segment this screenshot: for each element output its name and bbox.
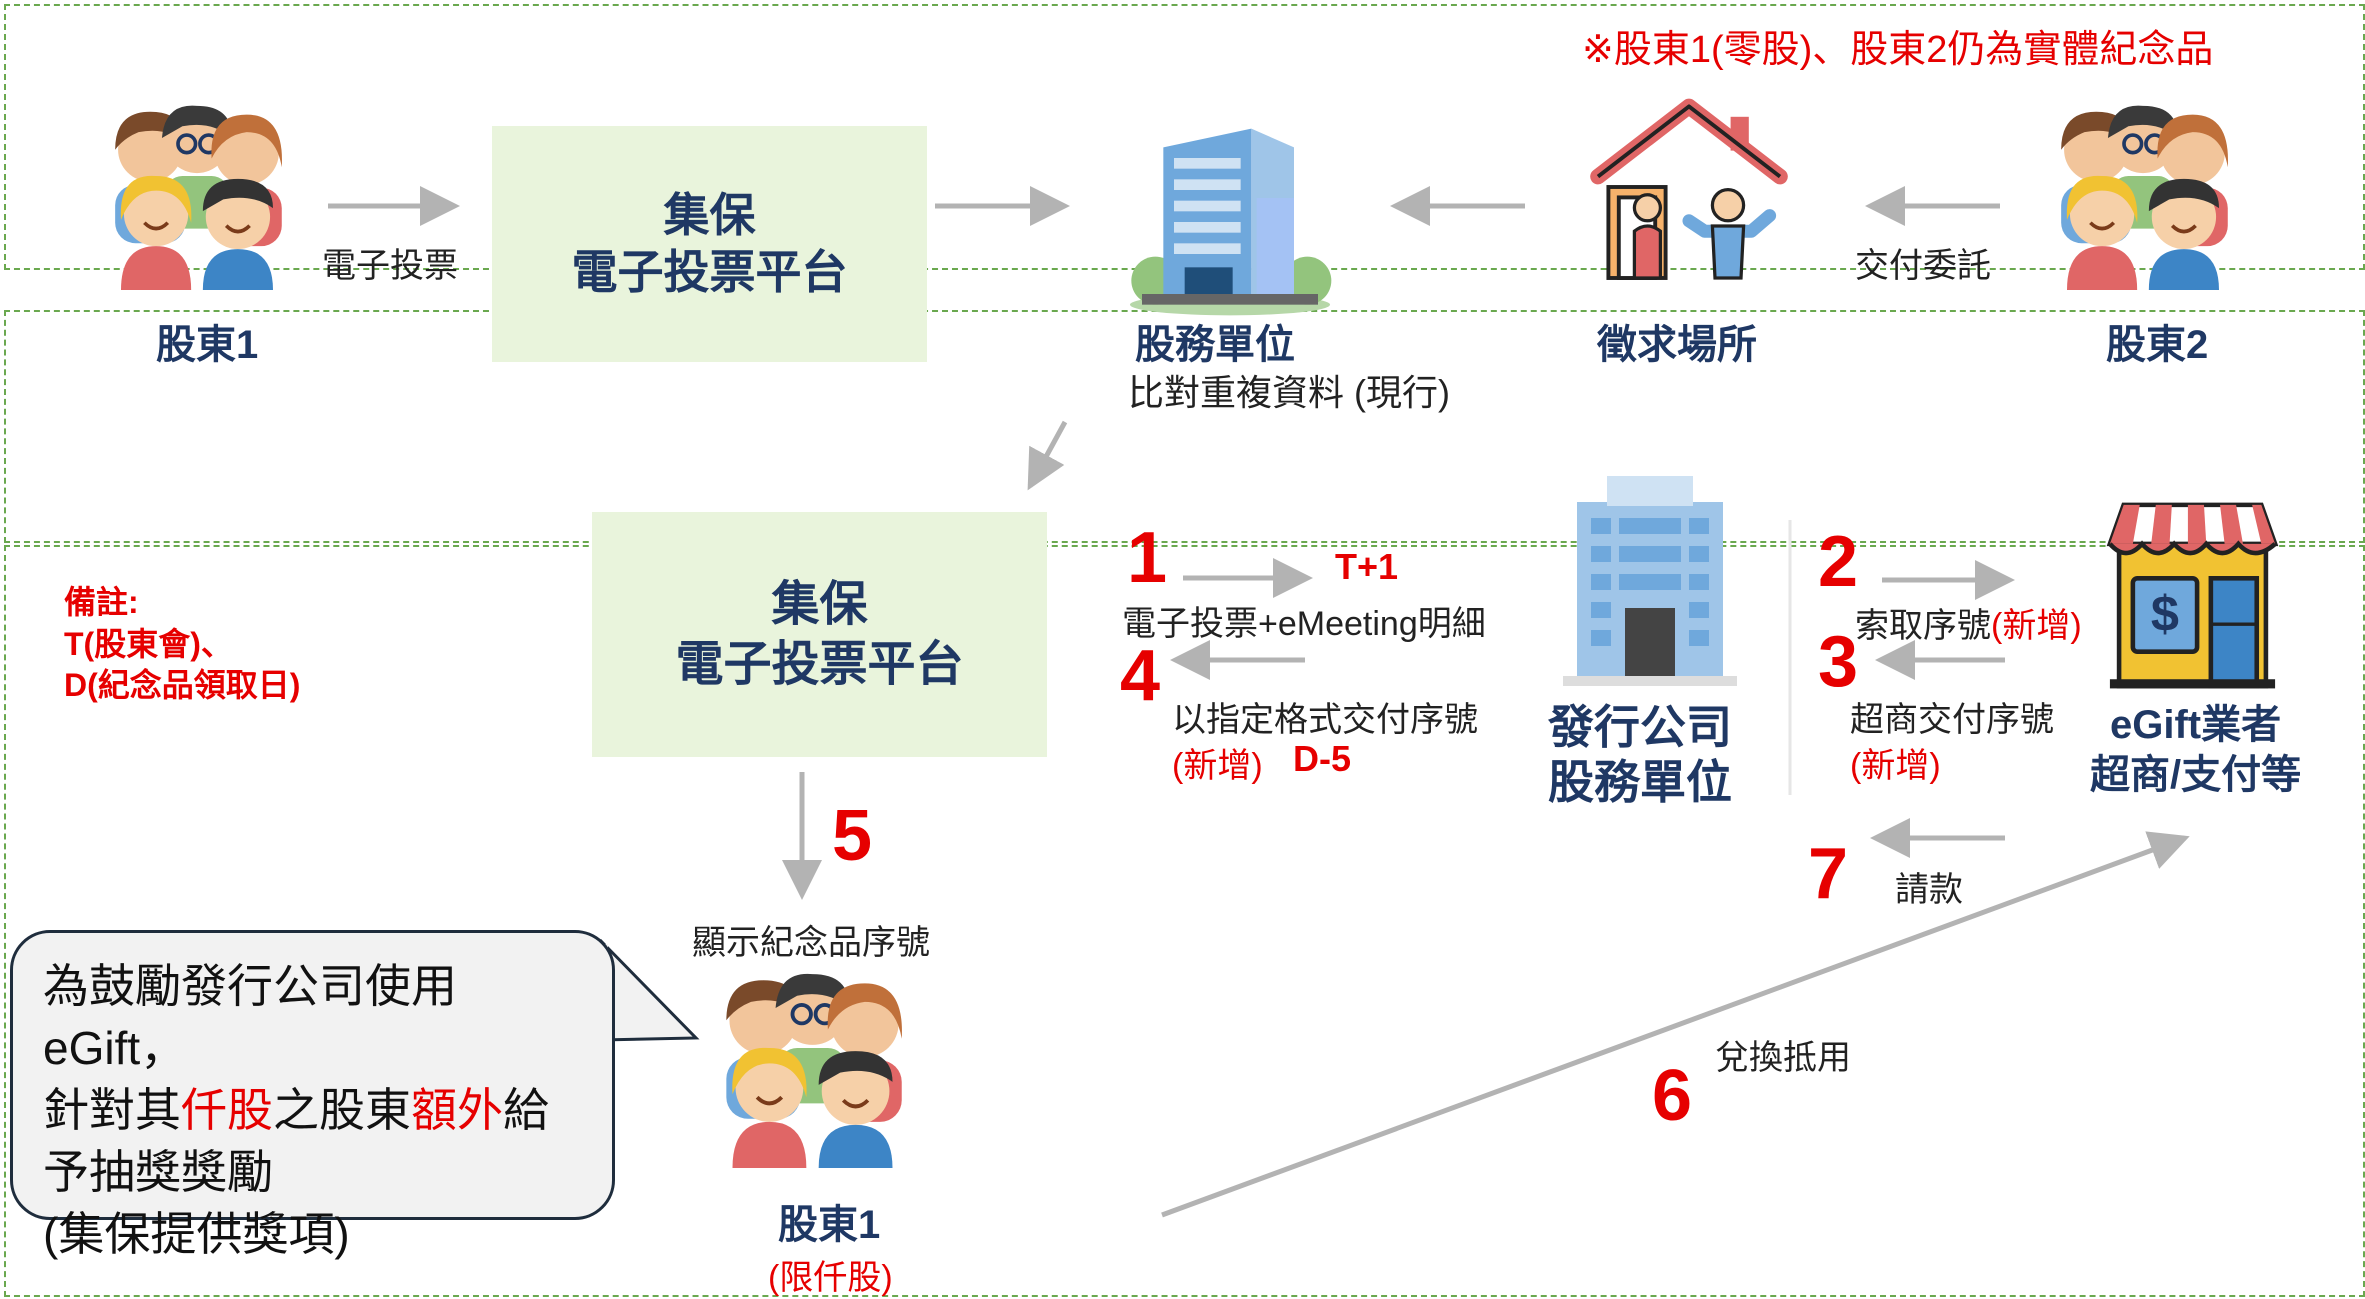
platform-middle-line1: 集保: [771, 577, 868, 631]
step4-label: 以指定格式交付序號: [1172, 701, 1478, 739]
step7-label: 請款: [1895, 871, 1963, 909]
step5-label: 顯示紀念品序號: [692, 924, 930, 962]
issuer-line1: 發行公司: [1548, 701, 1732, 753]
platform-middle-line2: 電子投票平台: [675, 637, 964, 691]
shareholder1-bottom-label: 股東1: [778, 1203, 881, 1247]
people-group-icon: [700, 968, 925, 1168]
step1-number: 1: [1127, 518, 1168, 598]
step6-label: 兌換抵用: [1715, 1039, 1851, 1077]
bubble-tail: [598, 938, 700, 1042]
step7-number: 7: [1808, 834, 1849, 914]
solicit-label: 徵求場所: [1597, 323, 1757, 367]
agent-sub-label: 比對重複資料 (現行): [1128, 372, 1450, 413]
arrow-agent-to-platform-middle: [1027, 420, 1068, 491]
top-note: ※股東1(零股)、股東2仍為實體紀念品: [1582, 29, 2214, 71]
storefront-icon: [2080, 498, 2305, 693]
bubble-b3: 之股東: [273, 1084, 411, 1137]
bubble-b1: 針對其: [43, 1084, 181, 1137]
step6-number: 6: [1652, 1056, 1693, 1136]
step1-tag: T+1: [1335, 546, 1399, 587]
step4-number: 4: [1120, 636, 1161, 716]
shareholder1-bottom-sub: (限仟股): [768, 1259, 893, 1297]
platform-top-line1: 集保: [663, 188, 756, 241]
remark-title: 備註:: [64, 584, 139, 620]
shareholder1-top-label: 股東1: [156, 323, 259, 367]
step4-new: (新增): [1172, 747, 1263, 785]
arrow-step6: [1161, 831, 2190, 1218]
step2-number: 2: [1818, 522, 1859, 602]
bottom-section: [4, 545, 2365, 1297]
step3-new: (新增): [1850, 747, 1941, 785]
bubble-line-c: 予抽獎獎勵: [43, 1146, 273, 1199]
bubble-b5: 給: [503, 1084, 549, 1137]
step2-text: 索取序號: [1855, 607, 1991, 645]
issuer-block: 發行公司 股務單位: [1548, 700, 1732, 810]
agent-label: 股務單位: [1135, 323, 1295, 367]
bubble-b4: 額外: [411, 1084, 503, 1137]
office-building-icon: [1120, 118, 1340, 318]
step4-tag: D-5: [1293, 738, 1352, 779]
remark-line1: T(股東會)、: [64, 625, 233, 662]
step1-label: 電子投票+eMeeting明細: [1122, 605, 1486, 643]
evote-label: 電子投票: [322, 247, 458, 285]
people-group-icon: [92, 100, 302, 290]
vendor-line2: 超商/支付等: [2090, 753, 2302, 797]
platform-top-line2: 電子投票平台: [571, 246, 848, 298]
vendor-line1: eGift業者: [2110, 703, 2282, 747]
step2-new: (新增): [1991, 607, 2082, 645]
bubble-line-d: (集保提供獎項): [43, 1208, 350, 1261]
step5-number: 5: [832, 796, 873, 876]
step3-number: 3: [1818, 622, 1859, 702]
remark-line2: D(紀念品領取日): [64, 667, 301, 704]
issuer-line2: 股務單位: [1548, 756, 1732, 809]
platform-box-top: 集保 電子投票平台: [492, 126, 927, 362]
entrust-label: 交付委託: [1855, 247, 1991, 285]
vendor-block: eGift業者 超商/支付等: [2090, 700, 2301, 800]
step2-label: 索取序號(新增): [1855, 598, 2082, 647]
bubble-b2: 仟股: [181, 1084, 273, 1137]
step3-label: 超商交付序號: [1850, 701, 2054, 739]
bubble-line-b: 針對其仟股之股東額外給: [43, 1079, 582, 1141]
office-building-icon: [1563, 476, 1737, 686]
bubble-line-a: 為鼓勵發行公司使用eGift，: [43, 960, 457, 1075]
shareholder2-label: 股東2: [2106, 323, 2209, 367]
callout-bubble: 為鼓勵發行公司使用eGift， 針對其仟股之股東額外給 予抽獎獎勵 (集保提供獎…: [10, 930, 615, 1260]
house-people-icon: [1583, 96, 1795, 291]
people-group-icon: [2038, 100, 2248, 290]
remark-block: 備註: T(股東會)、 D(紀念品領取日): [64, 582, 300, 707]
platform-box-middle: 集保 電子投票平台: [592, 512, 1047, 757]
